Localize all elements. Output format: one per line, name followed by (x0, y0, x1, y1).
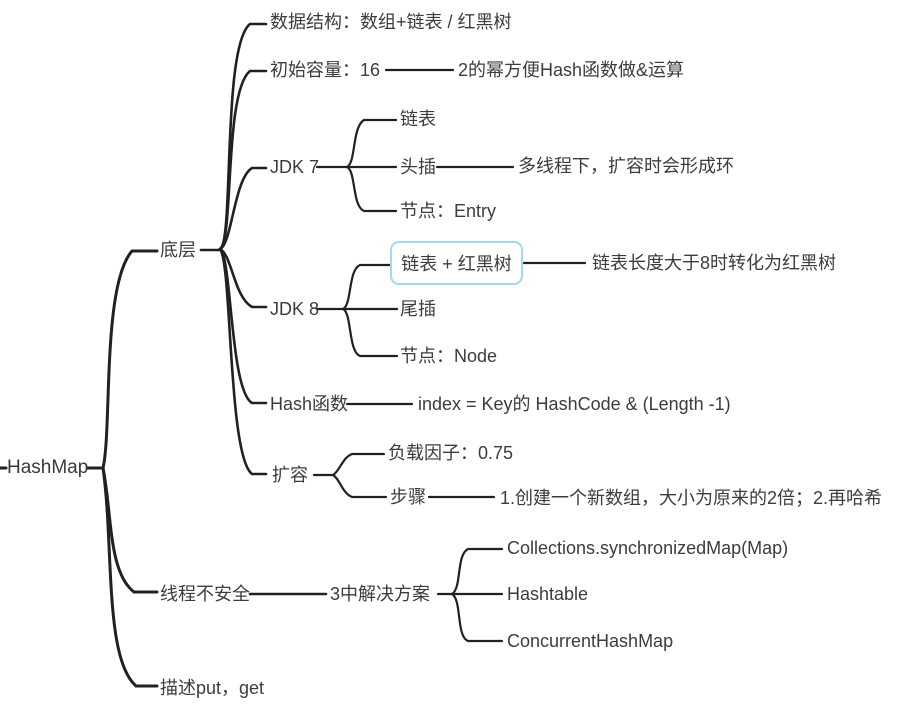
node-hashtable[interactable]: Hashtable (507, 584, 589, 604)
edge-root-diceng (101, 249, 159, 470)
node-buzhou-xiangqing[interactable]: 1.创建一个新数组，大小为原来的2倍；2.再哈希 (500, 488, 883, 508)
node-zhuanhua[interactable]: 链表长度大于8时转化为红黑树 (592, 253, 837, 273)
node-jiejuefangan[interactable]: 3中解决方案 (330, 584, 431, 604)
edge-diceng-jdk8 (218, 247, 268, 309)
node-jdk8-lianbiao-hongheishu-label: 链表 + 红黑树 (401, 254, 512, 274)
node-jiedian-node[interactable]: 节点：Node (400, 346, 498, 366)
edge-jdk7-jiedian (345, 165, 398, 213)
node-kuorong[interactable]: 扩容 (272, 465, 308, 485)
node-fuzaiyinzi[interactable]: 负载因子：0.75 (388, 443, 514, 463)
node-jdk8[interactable]: JDK 8 (270, 299, 320, 319)
node-jdk8-lianbiao-hongheishu-selected[interactable]: 链表 + 红黑树 (390, 241, 523, 285)
edge-diceng-chushirongliang (218, 69, 268, 251)
node-miaoshu-put-get[interactable]: 描述put，get (160, 678, 265, 698)
node-jiedian-entry[interactable]: 节点：Entry (400, 201, 497, 221)
edge-jiejuefangan-concurrent (450, 592, 504, 643)
edge-jdk8-box (341, 263, 392, 311)
node-chushirongliang[interactable]: 初始容量：16 (270, 60, 381, 80)
node-concurrenthashmap[interactable]: ConcurrentHashMap (507, 631, 674, 651)
node-buzhou[interactable]: 步骤 (390, 487, 426, 507)
node-diceng[interactable]: 底层 (160, 240, 196, 260)
node-duoxiancheng[interactable]: 多线程下，扩容时会形成环 (518, 156, 734, 176)
node-index-formula[interactable]: index = Key的 HashCode & (Length -1) (418, 394, 731, 414)
edge-kuorong-buzhou (331, 473, 388, 499)
node-collections-sync[interactable]: Collections.synchronizedMap(Map) (507, 538, 789, 558)
node-toucha[interactable]: 头插 (400, 157, 436, 177)
edge-jiejuefangan-collections (450, 547, 504, 596)
edge-kuorong-fuzaiyinzi (331, 452, 386, 477)
node-root-hashmap[interactable]: HashMap (7, 457, 89, 478)
edge-diceng-hash (218, 247, 268, 405)
node-xianchengbuanquan[interactable]: 线程不安全 (160, 584, 250, 604)
node-mifang[interactable]: 2的幂方便Hash函数做&运算 (458, 60, 685, 80)
node-jdk7[interactable]: JDK 7 (270, 157, 320, 177)
edge-jdk8-jiedian (341, 307, 399, 358)
node-jdk7-lianbiao[interactable]: 链表 (400, 109, 436, 129)
node-weicha[interactable]: 尾插 (400, 299, 436, 319)
edge-jdk7-lianbiao (345, 118, 398, 169)
edge-diceng-kuorong (218, 247, 268, 476)
node-hash-hanshu[interactable]: Hash函数 (270, 394, 349, 414)
node-shujujiegou[interactable]: 数据结构：数组+链表 / 红黑树 (270, 12, 512, 32)
edge-diceng-jdk7 (218, 166, 268, 251)
edge-root-miaoshu (101, 466, 159, 688)
